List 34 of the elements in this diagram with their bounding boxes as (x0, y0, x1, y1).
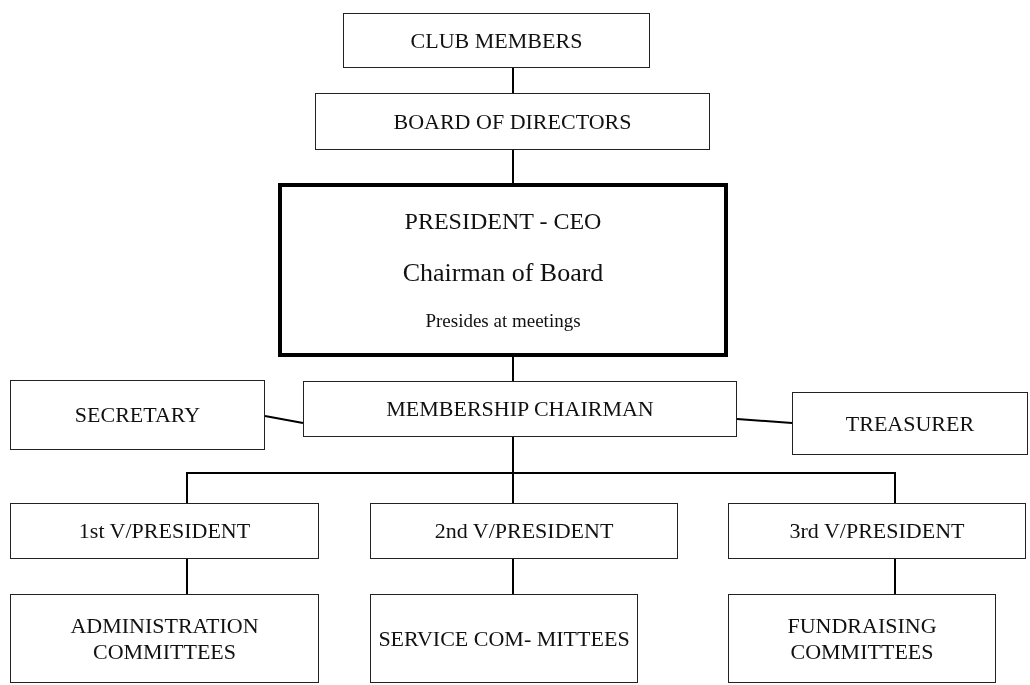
role-title: 1st V/PRESIDENT (78, 518, 251, 544)
connector-line (264, 415, 304, 424)
role-title: 3rd V/PRESIDENT (789, 518, 965, 544)
connector-line (512, 558, 514, 595)
role-box (728, 594, 996, 683)
role-box (10, 380, 265, 450)
role-box (370, 594, 638, 683)
role-box (315, 93, 710, 150)
role-title: SERVICE COM- MITTEES (378, 625, 630, 652)
role-box (343, 13, 650, 68)
role-box (370, 503, 678, 559)
role-box (10, 594, 319, 683)
connector-line (186, 558, 188, 595)
role-description: Presides at meetings (425, 310, 581, 332)
role-box (792, 392, 1028, 455)
role-title: MEMBERSHIP CHAIRMAN (386, 396, 654, 422)
role-title: ADMINISTRATION COMMITTEES (69, 613, 260, 664)
role-title: PRESIDENT - CEO (404, 208, 602, 236)
role-title: TREASURER (845, 410, 975, 437)
role-box (728, 503, 1026, 559)
role-box (303, 381, 737, 437)
role-title: 2nd V/PRESIDENT (434, 518, 614, 544)
role-box (10, 503, 319, 559)
connector-line (736, 418, 793, 424)
connector-line (512, 356, 514, 382)
connector-line (894, 558, 896, 595)
role-title: CLUB MEMBERS (410, 27, 583, 54)
role-title: BOARD OF DIRECTORS (393, 108, 632, 135)
role-description: Chairman of Board (402, 257, 604, 288)
connector-line (512, 149, 514, 184)
role-title: FUNDRAISING COMMITTEES (786, 613, 938, 664)
role-title: SECRETARY (74, 402, 201, 428)
connector-line (512, 67, 514, 94)
highlighted-role-box (278, 183, 728, 357)
